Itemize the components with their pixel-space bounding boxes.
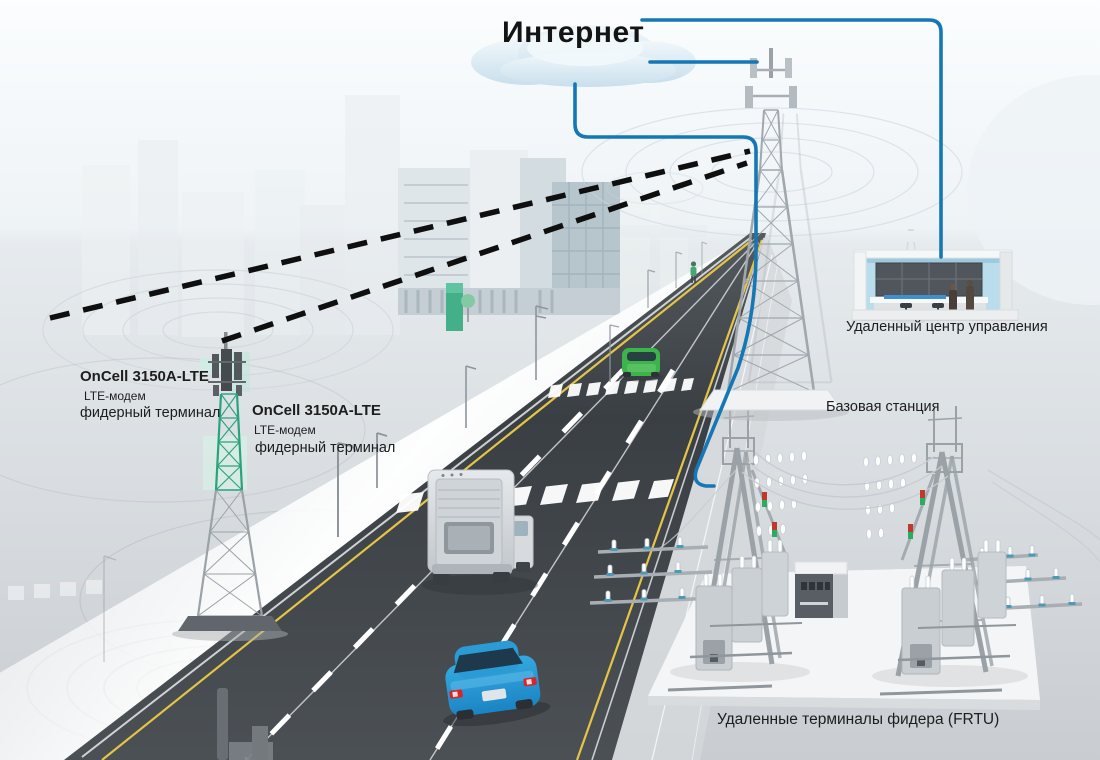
wireless-link-lower [221,160,748,344]
antenna-panels [745,58,797,108]
insulator-strings-right [863,452,917,540]
crosswalk-bottom-left [8,580,102,600]
oncell-lattice-green [214,393,244,491]
road-right-white-line [591,237,765,760]
road-right-yellow-line [575,239,764,760]
delivery-truck [422,469,538,595]
oncell-lattice-gray [196,489,264,617]
light-blob [967,75,1100,305]
green-kiosk [446,283,475,331]
diagram-title: Интернет [502,16,645,49]
oncell-right-name: OnCell 3150A-LTE [252,402,381,419]
streetlights [103,241,708,662]
internet-cloud [471,25,696,87]
connection-lines [573,18,943,488]
oncell-tower-base [178,616,282,631]
oncell-left-name: OnCell 3150A-LTE [80,368,209,385]
base-station-tower-ghost [747,113,833,384]
link-internet-to-control-center [640,18,943,259]
city-buildings-near [398,150,620,315]
oncell-left-role: фидерный терминал [80,405,221,421]
oncell-right-role: фидерный терминал [255,440,396,456]
insulator-strings-left [753,450,808,537]
control-center-building [851,249,1019,321]
equipment-left [667,539,803,692]
substation-wires [659,451,1100,563]
control-center-label: Удаленный центр управления [846,319,1048,335]
road-left-yellow-line [101,239,753,760]
frtu-substation [589,406,1100,710]
green-car [619,348,663,382]
link-internet-to-frtu [573,82,758,488]
wireless-links [49,148,751,344]
blue-car [443,640,551,727]
oncell-antennas [208,349,246,396]
oncell-left-subtitle: LTE-модем [84,389,146,403]
oncell-tower [172,332,288,641]
pedestrian [690,261,697,283]
console-desk [870,297,988,303]
frtu-label: Удаленные терминалы фидера (FRTU) [717,711,1000,728]
factory-chimney [217,688,273,760]
base-station-label: Базовая станция [826,399,940,415]
operator-person [949,280,974,311]
oncell-right-subtitle: LTE-модем [254,423,316,437]
rtu-cabinet [794,561,848,618]
equipment-right [879,539,1017,696]
substation-indicators [762,490,925,539]
crosswalk-far [548,378,694,398]
tower-foundation-slab [699,389,843,411]
wireless-link-upper [49,148,751,321]
